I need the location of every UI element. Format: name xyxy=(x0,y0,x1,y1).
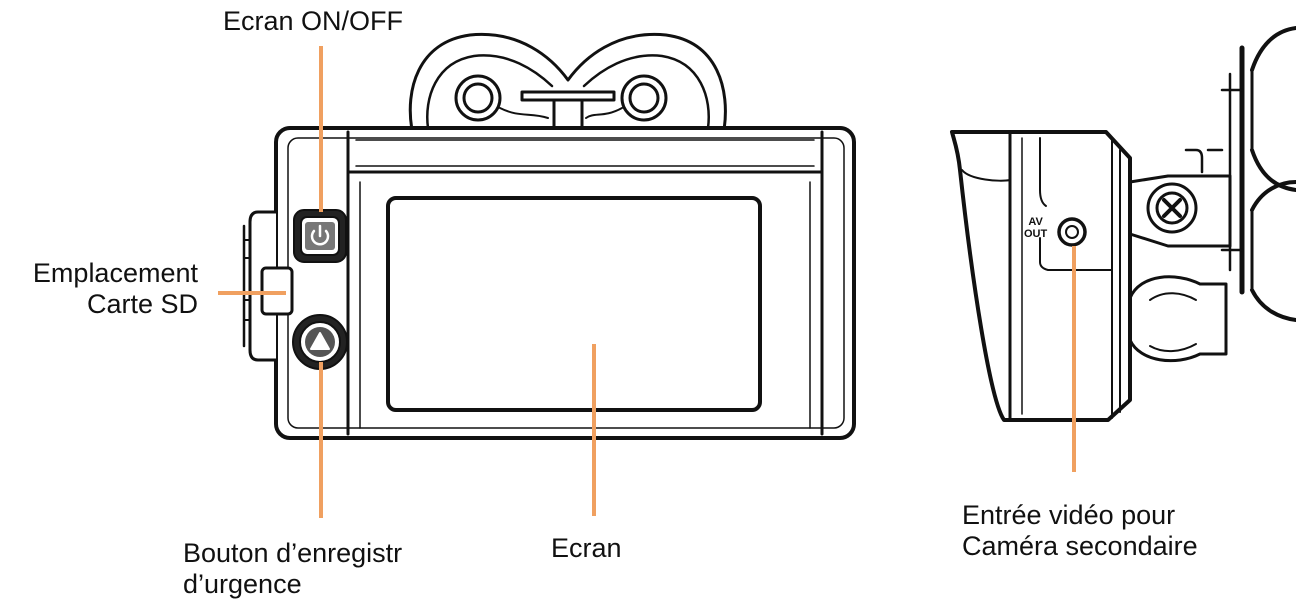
label-video-input-line-2: Caméra secondaire xyxy=(962,531,1198,561)
power-button[interactable] xyxy=(293,209,347,263)
label-sd-slot: Emplacement Carte SD xyxy=(8,258,198,320)
label-emergency-line-2: d’urgence xyxy=(183,569,302,599)
av-port[interactable] xyxy=(1057,217,1087,247)
label-emergency-button: Bouton d’enregistr d’urgence xyxy=(183,538,402,600)
label-sd-slot-line-2: Carte SD xyxy=(86,289,198,319)
label-screen: Ecran xyxy=(551,533,622,563)
screw-icon xyxy=(1146,182,1198,234)
label-emergency-line-1: Bouton d’enregistr xyxy=(183,538,403,568)
device-side-view xyxy=(950,26,1296,422)
power-icon xyxy=(310,224,330,246)
av-out-line-1: AV xyxy=(1028,216,1043,228)
av-out-line-2: OUT xyxy=(1024,228,1048,240)
triangle-icon xyxy=(310,332,330,350)
emergency-button[interactable] xyxy=(292,314,348,370)
suction-mount-front xyxy=(408,32,727,132)
label-video-input: Entrée vidéo pour Caméra secondaire xyxy=(962,500,1198,562)
av-out-marking: AV OUT xyxy=(1024,216,1047,240)
screen xyxy=(386,196,762,412)
label-screen-button: Ecran ON/OFF xyxy=(223,6,404,36)
label-sd-slot-line-1: Emplacement xyxy=(32,258,198,288)
label-video-input-line-1: Entrée vidéo pour xyxy=(962,500,1176,530)
